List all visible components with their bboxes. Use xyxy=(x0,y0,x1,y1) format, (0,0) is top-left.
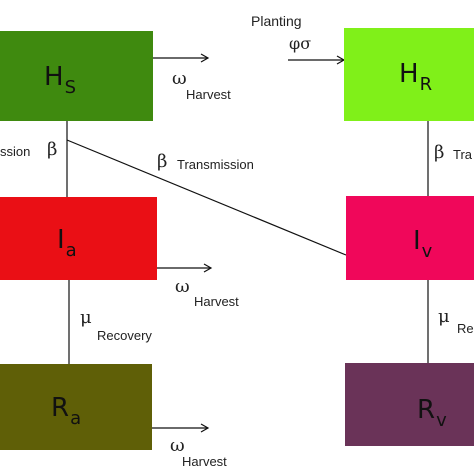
planting-arrow xyxy=(288,55,346,65)
box-hs-label: HS xyxy=(44,62,76,97)
box-ra-sub: a xyxy=(70,408,82,429)
box-hs-main: H xyxy=(44,62,64,92)
box-ia-main: I xyxy=(57,225,65,255)
box-hr: HR xyxy=(344,28,474,121)
box-ia-sub: a xyxy=(65,240,77,261)
box-hr-sub: R xyxy=(419,74,433,95)
box-ra-label: Ra xyxy=(51,393,81,428)
box-iv-main: I xyxy=(413,226,421,256)
harvest-label-ia: Harvest xyxy=(194,294,239,309)
right-beta: β xyxy=(434,142,445,163)
harvest-omega-ra: ω xyxy=(170,435,185,456)
box-ra: Ra xyxy=(0,364,152,450)
box-rv-main: R xyxy=(417,395,436,425)
box-hs: HS xyxy=(0,31,153,121)
box-ia-label: Ia xyxy=(57,225,77,260)
harvest-label-ra: Harvest xyxy=(182,454,227,469)
box-rv-sub: v xyxy=(436,410,447,431)
harvest-omega-hs: ω xyxy=(172,68,187,89)
left-recovery-label: Recovery xyxy=(97,328,152,343)
connector-hs-iv-transmission xyxy=(66,139,347,256)
left-transmission-label: ssion xyxy=(0,144,31,159)
right-recovery-label: Re xyxy=(457,321,474,336)
box-ia: Ia xyxy=(0,197,157,280)
box-ra-main: R xyxy=(51,393,70,423)
box-rv: Rv xyxy=(345,363,474,446)
box-iv: Iv xyxy=(346,196,474,280)
box-hr-main: H xyxy=(399,59,419,89)
box-iv-label: Iv xyxy=(413,226,432,261)
right-transmission-label: Tra xyxy=(453,147,473,162)
box-rv-label: Rv xyxy=(417,395,447,430)
harvest-omega-ia: ω xyxy=(175,276,190,297)
harvest-arrow-hs xyxy=(153,53,210,63)
left-mu: μ xyxy=(80,307,92,328)
harvest-arrow-ia xyxy=(157,263,213,273)
right-mu: μ xyxy=(438,306,450,327)
harvest-arrow-ra xyxy=(152,423,210,433)
harvest-label-hs: Harvest xyxy=(186,87,231,102)
planting-label: Planting xyxy=(251,13,302,29)
diagonal-beta: β xyxy=(157,151,168,172)
planting-symbol: φσ xyxy=(289,34,312,53)
box-iv-sub: v xyxy=(421,241,433,262)
box-hs-sub: S xyxy=(64,77,76,98)
diagonal-transmission-label: Transmission xyxy=(177,157,254,172)
left-beta: β xyxy=(47,139,58,160)
box-hr-label: HR xyxy=(399,59,432,94)
